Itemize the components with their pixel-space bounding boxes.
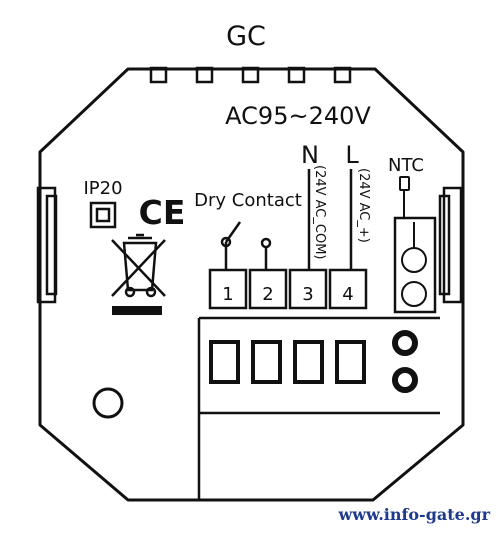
right-mounting-clip	[438, 186, 463, 304]
terminal-2: 2	[248, 268, 288, 310]
screw-terminal	[293, 340, 324, 384]
vent-slot	[241, 66, 260, 84]
terminal-2-label: 2	[262, 284, 273, 305]
terminal-3-label: 3	[302, 284, 313, 305]
top-vent-slots	[149, 66, 352, 84]
screw-terminal	[335, 340, 366, 384]
vent-slot	[287, 66, 306, 84]
double-insulation-icon	[89, 201, 117, 229]
screw-terminal	[209, 340, 240, 384]
ntc-sensor-icon	[393, 176, 437, 314]
vent-slot	[195, 66, 214, 84]
terminal-3: 3	[288, 268, 328, 310]
ip-rating-label: IP20	[83, 178, 122, 199]
ntc-connector-holes	[392, 330, 418, 393]
left-mounting-clip	[36, 186, 58, 304]
model-title: GC	[226, 21, 266, 52]
terminal-block: 1 2 3 4	[208, 268, 368, 310]
plus-label: (24V AC_+)	[356, 168, 371, 243]
dry-contact-label: Dry Contact	[194, 190, 302, 211]
terminal-1: 1	[208, 268, 248, 310]
live-label: L	[345, 141, 359, 169]
ce-mark-icon: CE	[139, 193, 186, 232]
vent-slot	[333, 66, 352, 84]
terminal-4: 4	[328, 268, 368, 310]
watermark-text: www.info-gate.gr	[338, 505, 491, 524]
voltage-label: AC95~240V	[225, 102, 371, 130]
screw-terminal	[251, 340, 282, 384]
vent-slot	[149, 66, 168, 84]
screw-terminals	[209, 340, 366, 384]
neutral-label: N	[301, 141, 319, 169]
ntc-label: NTC	[388, 155, 424, 176]
terminal-1-label: 1	[222, 284, 233, 305]
device-outline	[38, 67, 465, 502]
connector-housing	[197, 316, 440, 500]
terminal-4-label: 4	[342, 284, 353, 305]
crossed-out-wheelie-bin-icon	[111, 233, 166, 315]
com-label: (24V AC_COM)	[312, 165, 327, 259]
mounting-hole	[92, 387, 124, 419]
dry-contact-switch-icon	[220, 221, 272, 270]
